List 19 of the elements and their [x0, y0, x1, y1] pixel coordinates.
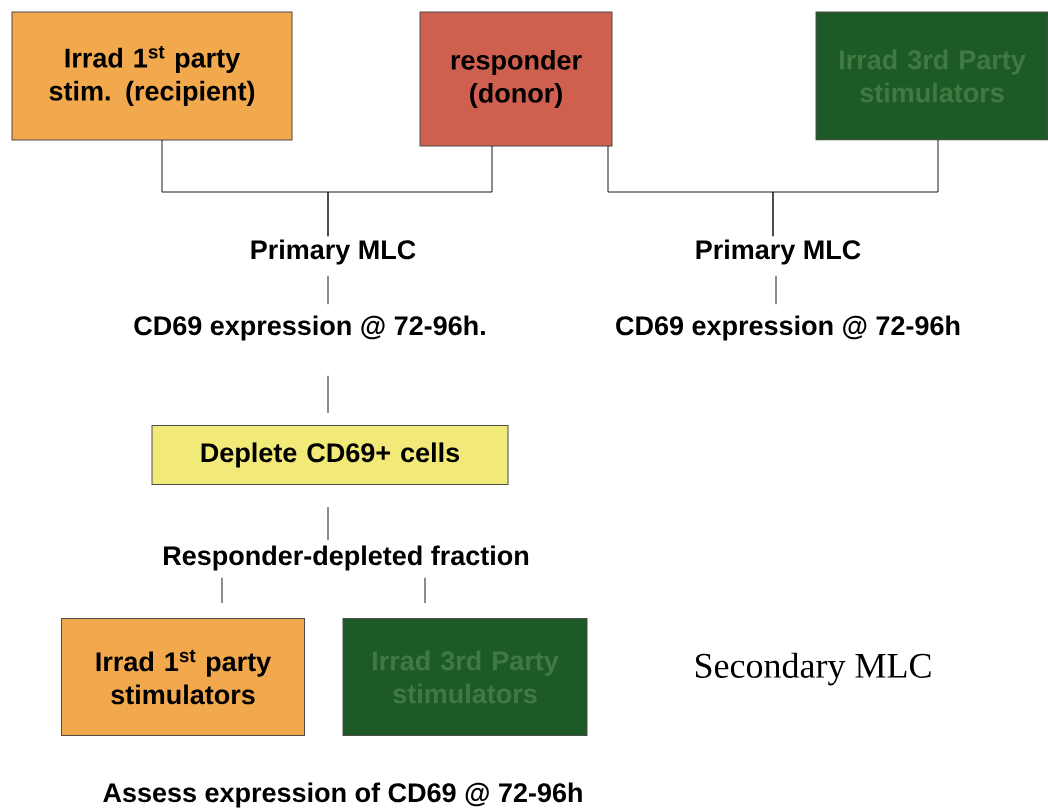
bracket-line	[772, 139, 939, 237]
step-label: Primary MLC	[696, 239, 861, 265]
process-box: responder (donor)	[419, 11, 613, 147]
connector-line	[424, 577, 426, 604]
note-text: Assess expression of CD69 @ 72-96h	[103, 782, 582, 808]
bracket-line	[327, 145, 493, 237]
connector-line	[327, 506, 329, 541]
process-box: Deplete CD69+ cells	[151, 425, 509, 485]
step-label: CD69 expression @ 72-96h.	[134, 315, 485, 341]
step-label: CD69 expression @ 72-96h	[616, 315, 960, 341]
process-box: Irrad 1$^{st}$ party stimulators	[61, 618, 305, 736]
step-label: Primary MLC	[251, 239, 416, 265]
connector-line	[775, 275, 777, 305]
process-box: Irrad 1$^{st}$ party stim. (recipient)	[11, 11, 293, 141]
step-label: Responder-depleted fraction	[164, 545, 529, 571]
connector-line	[327, 375, 329, 414]
side-label: Secondary MLC	[695, 652, 931, 686]
connector-line	[221, 577, 223, 604]
connector-line	[327, 275, 329, 305]
